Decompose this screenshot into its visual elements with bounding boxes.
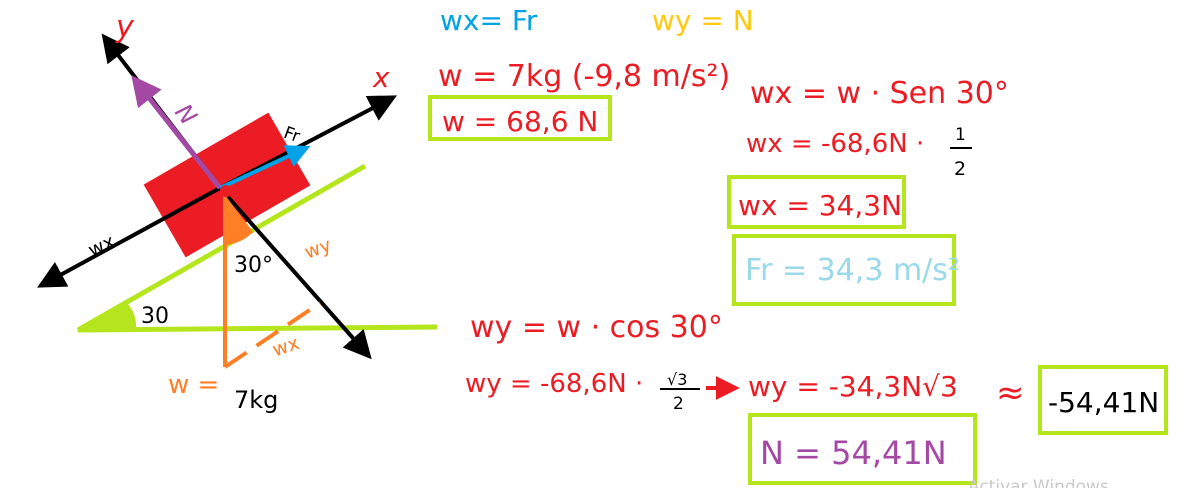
weight-value: 7kg [234, 386, 278, 414]
x-axis-label: x [372, 61, 390, 94]
wx-equals-fr: wx= Fr [440, 4, 538, 37]
wx-formula: wx = w · Sen 30° [750, 76, 1009, 111]
wy-label: wy [302, 234, 335, 264]
frac-den-1: 2 [954, 158, 966, 180]
block-angle-label: 30° [234, 253, 273, 278]
weight-result: w = 68,6 N [442, 105, 598, 138]
frac-num-1: 1 [955, 125, 966, 145]
wy-step: wy = -34,3N√3 [748, 370, 958, 403]
incline-angle-mark [78, 302, 137, 330]
weight-prefix: w = [168, 370, 219, 400]
wx-result-box [727, 175, 906, 229]
wx-label-dashed: wx [270, 332, 302, 361]
weight-triangle [220, 185, 322, 369]
weight-calculation: w = 7kg (-9,8 m/s²) [438, 59, 730, 94]
normal-force-arrow [131, 75, 222, 190]
wy-result-box [1038, 365, 1168, 435]
wx-result: wx = 34,3N [738, 189, 902, 222]
incline-plane [76, 163, 438, 333]
wy-equals-n: wy = N [652, 4, 754, 37]
fr-result-box [732, 234, 956, 306]
friction-label: Fr [281, 123, 302, 147]
frac-den-2: 2 [673, 394, 684, 414]
wy-component-arrow [218, 186, 372, 360]
y-axis-label: y [115, 10, 135, 45]
activation-watermark: Activar Windows [968, 477, 1109, 488]
frac-num-2: √3 [667, 370, 687, 389]
fr-result: Fr = 34,3 m/s² [745, 253, 960, 288]
x-axis-negative-arrow [37, 186, 221, 288]
wy-result: -54,41N [1048, 386, 1159, 419]
n-result: N = 54,41N [760, 434, 947, 472]
n-result-box [748, 413, 977, 485]
approx-sign: ≈ [996, 373, 1025, 413]
friction-arrow [219, 145, 311, 190]
incline-angle-label: 30 [141, 304, 169, 329]
wy-calculation: wy = -68,6N · [465, 369, 643, 399]
w-result-box [428, 95, 612, 141]
wy-formula: wy = w · cos 30° [470, 310, 723, 345]
wx-calculation: wx = -68,6N · [746, 129, 924, 159]
